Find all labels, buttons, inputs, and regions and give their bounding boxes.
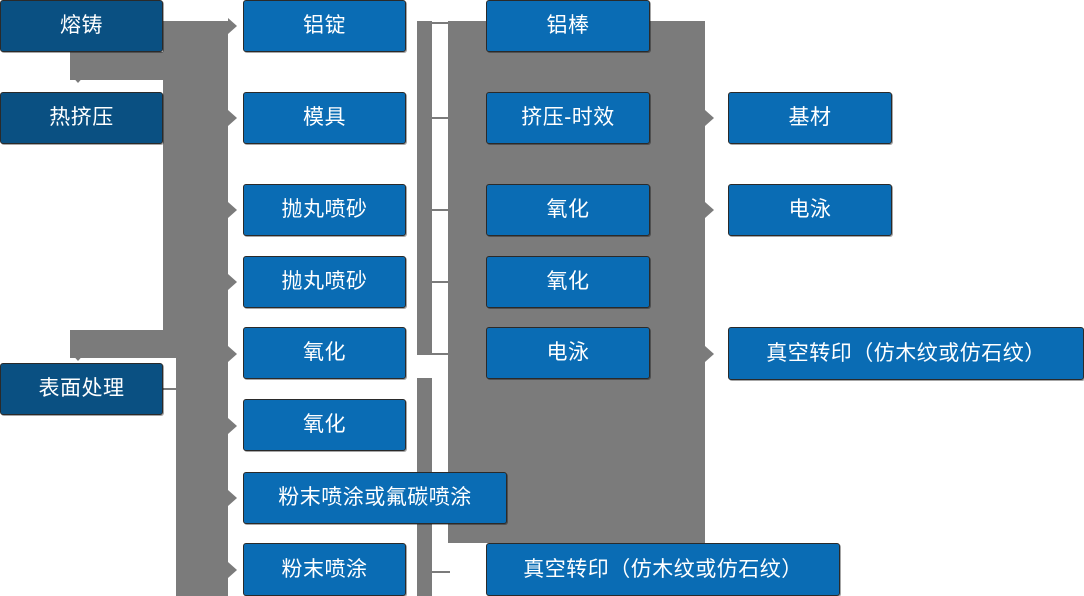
output-box-vacuum-transfer-printing[interactable]: 真空转印（仿木纹或仿石纹） <box>728 327 1084 380</box>
stage-box-label: 热挤压 <box>49 106 114 130</box>
connector-trunk-left-bottom <box>176 358 228 596</box>
output-box-electrophoresis[interactable]: 电泳 <box>728 184 892 236</box>
stage-box-melting-casting[interactable]: 熔铸 <box>0 0 163 52</box>
process-box-label: 氧化 <box>303 413 346 437</box>
arrow-to-col2-1 <box>228 18 237 34</box>
process-box-shot-blasting-1[interactable]: 抛丸喷砂 <box>243 184 406 236</box>
stage-box-label: 表面处理 <box>38 377 125 401</box>
process-box-label: 挤压-时效 <box>521 106 615 130</box>
bracket-rung-2 <box>432 117 450 119</box>
process-box-label: 粉末喷涂 <box>281 557 368 581</box>
process-box-vacuum-transfer-printing-1[interactable]: 真空转印（仿木纹或仿石纹） <box>486 543 840 596</box>
process-box-powder-coating[interactable]: 粉末喷涂 <box>243 543 406 596</box>
stage-box-surface-treatment[interactable]: 表面处理 <box>0 363 163 415</box>
process-box-shot-blasting-2[interactable]: 抛丸喷砂 <box>243 256 406 308</box>
process-box-oxidation-4[interactable]: 氧化 <box>486 256 650 308</box>
arrow-to-col2-6 <box>228 418 237 434</box>
connector-stage1-to-stage2 <box>70 52 180 80</box>
arrow-to-col2-7 <box>228 490 237 506</box>
output-box-label: 基材 <box>788 106 832 130</box>
arrow-to-col4-3 <box>705 346 714 362</box>
process-box-electrophoresis-1[interactable]: 电泳 <box>486 327 650 379</box>
connector-stage3-line <box>163 388 183 390</box>
arrow-to-col2-2 <box>228 110 237 126</box>
process-box-label: 氧化 <box>546 198 590 222</box>
bracket-rung-1 <box>432 22 450 24</box>
arrow-down-stage2 <box>70 74 86 83</box>
process-box-label: 氧化 <box>303 341 346 365</box>
output-box-label: 电泳 <box>788 198 832 222</box>
process-box-oxidation-2[interactable]: 氧化 <box>243 399 406 451</box>
arrow-down-stage3 <box>70 352 86 361</box>
bracket-rung-3 <box>432 209 450 211</box>
process-box-label: 模具 <box>303 106 346 130</box>
process-box-powder-or-fluorocarbon-coating[interactable]: 粉末喷涂或氟碳喷涂 <box>243 472 507 524</box>
bracket-rung-4 <box>432 281 450 283</box>
bracket-rung-6 <box>432 571 450 573</box>
process-box-aluminum-ingot[interactable]: 铝锭 <box>243 0 406 52</box>
process-box-label: 电泳 <box>546 341 590 365</box>
process-box-label: 铝锭 <box>303 14 346 38</box>
process-box-oxidation-1[interactable]: 氧化 <box>243 327 406 379</box>
output-box-label: 真空转印（仿木纹或仿石纹） <box>766 341 1046 365</box>
process-box-extrusion-aging[interactable]: 挤压-时效 <box>486 92 650 144</box>
arrow-to-col2-4 <box>228 274 237 290</box>
process-box-label: 粉末喷涂或氟碳喷涂 <box>278 486 472 510</box>
stage-box-label: 熔铸 <box>60 14 103 38</box>
process-box-label: 真空转印（仿木纹或仿石纹） <box>523 557 803 581</box>
connector-bracket-spine-top <box>417 21 432 355</box>
process-box-oxidation-3[interactable]: 氧化 <box>486 184 650 236</box>
bracket-rung-5 <box>417 353 450 355</box>
stage-box-hot-extrusion[interactable]: 热挤压 <box>0 92 163 144</box>
process-box-label: 抛丸喷砂 <box>281 270 368 294</box>
arrow-to-col4-2 <box>705 202 714 218</box>
connector-stage2-to-stage3 <box>70 330 180 358</box>
process-box-label: 氧化 <box>546 270 590 294</box>
arrow-to-col2-3 <box>228 202 237 218</box>
process-box-label: 铝棒 <box>546 14 590 38</box>
process-box-label: 抛丸喷砂 <box>281 198 368 222</box>
arrow-to-col2-8 <box>228 562 237 578</box>
process-box-aluminum-bar[interactable]: 铝棒 <box>486 0 650 52</box>
output-box-substrate[interactable]: 基材 <box>728 92 892 144</box>
process-box-mold[interactable]: 模具 <box>243 92 406 144</box>
arrow-to-col2-5 <box>228 346 237 362</box>
arrow-to-col4-1 <box>705 110 714 126</box>
